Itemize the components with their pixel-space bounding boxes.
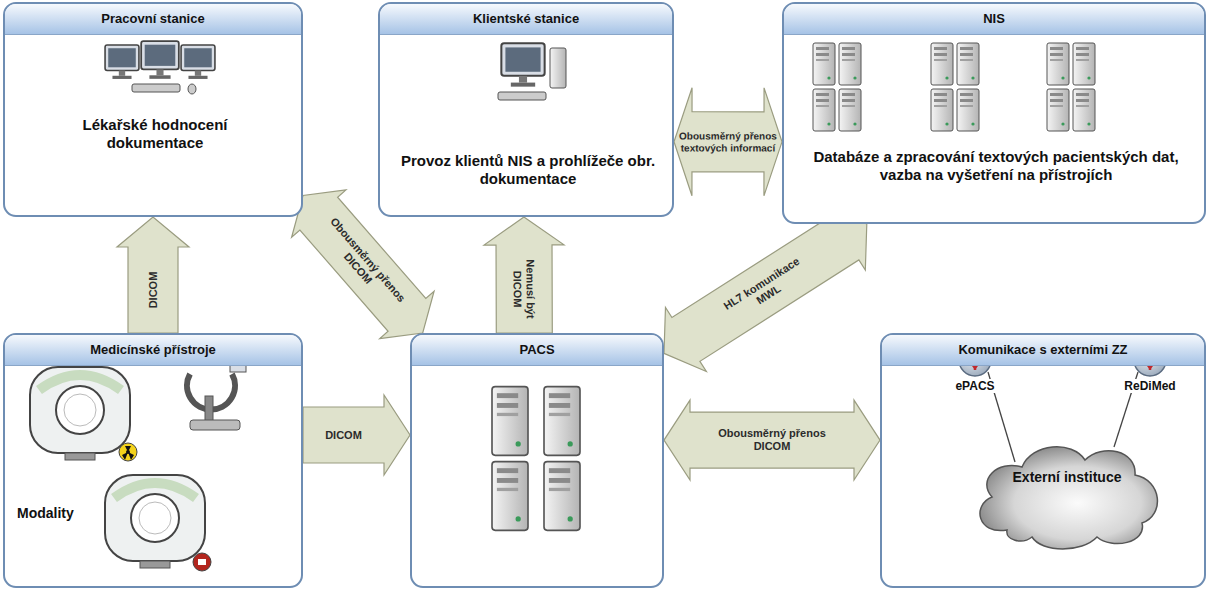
modality-icons-part [190,420,240,430]
modality-icons-part [122,446,134,460]
panel-title: NIS [784,4,1204,35]
panel-box: Komunikace s externími ZZ Externí institu… [880,333,1206,588]
workstation-icon-part [141,41,179,79]
router-icons-part [959,344,991,376]
pacs-server-icon-part [544,462,580,531]
client-pc-icon-part [498,92,546,100]
panel-text: Modality [17,505,103,522]
panel-title: Komunikace s externími ZZ [882,335,1204,366]
modality-icons [30,360,246,571]
modality-icons-part [105,475,205,568]
modality-icons-part [126,450,130,454]
pacs-server-icon [492,387,580,531]
panel-text: Externí instituce [1007,469,1127,486]
nis-server-icons-part [931,89,953,131]
panel-text: Provoz klientů NIS a prohlížeče obr. dok… [388,152,668,188]
workstation-icon-part [181,45,215,79]
nis-server-icons-part [957,43,979,85]
panel-box: Pracovní staniceLékařské hodnocení dokum… [3,2,303,217]
cloud-shape [980,447,1157,549]
nis-server-icons-part [839,43,861,85]
nis-server-icons-part [839,89,861,131]
nis-server-icons-part [1047,43,1069,85]
pacs-server-icon-part [492,462,528,531]
modality-icons-part [205,396,213,422]
panel-title: Klientské stanice [380,4,672,35]
modality-icons-part [193,553,211,571]
block-arrow [664,400,880,480]
modality-icons-part [187,374,235,410]
panel-text: Databáze a zpracování textových pacients… [794,148,1198,184]
nis-server-icons-part [931,43,953,85]
panel-title: Medicínské přístroje [5,335,301,366]
arrow-label: DICOM [147,260,160,320]
workstation-icon-part [188,84,196,94]
panel-box: PACS [410,333,664,588]
workstation-icon-part [132,84,180,92]
nis-server-icons-part [1073,43,1095,85]
block-arrow [484,217,564,333]
router-label: ReDiMed [1122,379,1177,393]
block-arrow [117,217,189,333]
nis-server-icons-part [1047,89,1069,131]
panel-box: Klientské staniceProvoz klientů NIS a pr… [378,2,674,217]
nis-server-icons-part [813,89,835,131]
cloud-outline [967,435,1167,550]
nis-server-icons-part [813,43,835,85]
panel-title: PACS [412,335,662,366]
arrow-label: Obousměrný přenos DICOM [716,427,828,452]
pacs-server-icon-part [492,387,528,456]
modality-icons-part [30,367,130,460]
panel-text: Lékařské hodnocení dokumentace [45,116,265,152]
client-pc-icon-part [550,48,566,88]
block-arrow [674,88,782,196]
modality-icons-part [198,559,206,565]
modality-icons-part [230,360,246,372]
router-icons [959,344,1166,462]
workstation-icon [105,41,215,94]
client-pc-icon-part [501,43,544,86]
arrow-label: Obousměrný přenos textových informací [674,130,782,153]
router-icons-part [1134,344,1166,376]
arrow-label: DICOM [314,429,374,442]
arrow-label: Nemusí být DICOM [511,254,537,324]
nis-server-icons [813,43,1095,131]
workstation-icon-part [105,45,139,79]
client-pc-icon [498,43,566,100]
block-arrow [664,206,867,371]
nis-server-icons-part [957,89,979,131]
nis-server-icons-part [1073,89,1095,131]
modality-icons-part [119,443,137,461]
router-label: ePACS [953,379,996,393]
panel-title: Pracovní stanice [5,4,301,35]
block-arrow [303,395,410,475]
panel-box: NIS Databáze a zpracování textových pacie… [782,2,1206,224]
panel-box: Medicínské přístrojeModality [3,333,303,588]
cloud-node: Externí instituce [967,435,1167,550]
pacs-server-icon-part [544,387,580,456]
